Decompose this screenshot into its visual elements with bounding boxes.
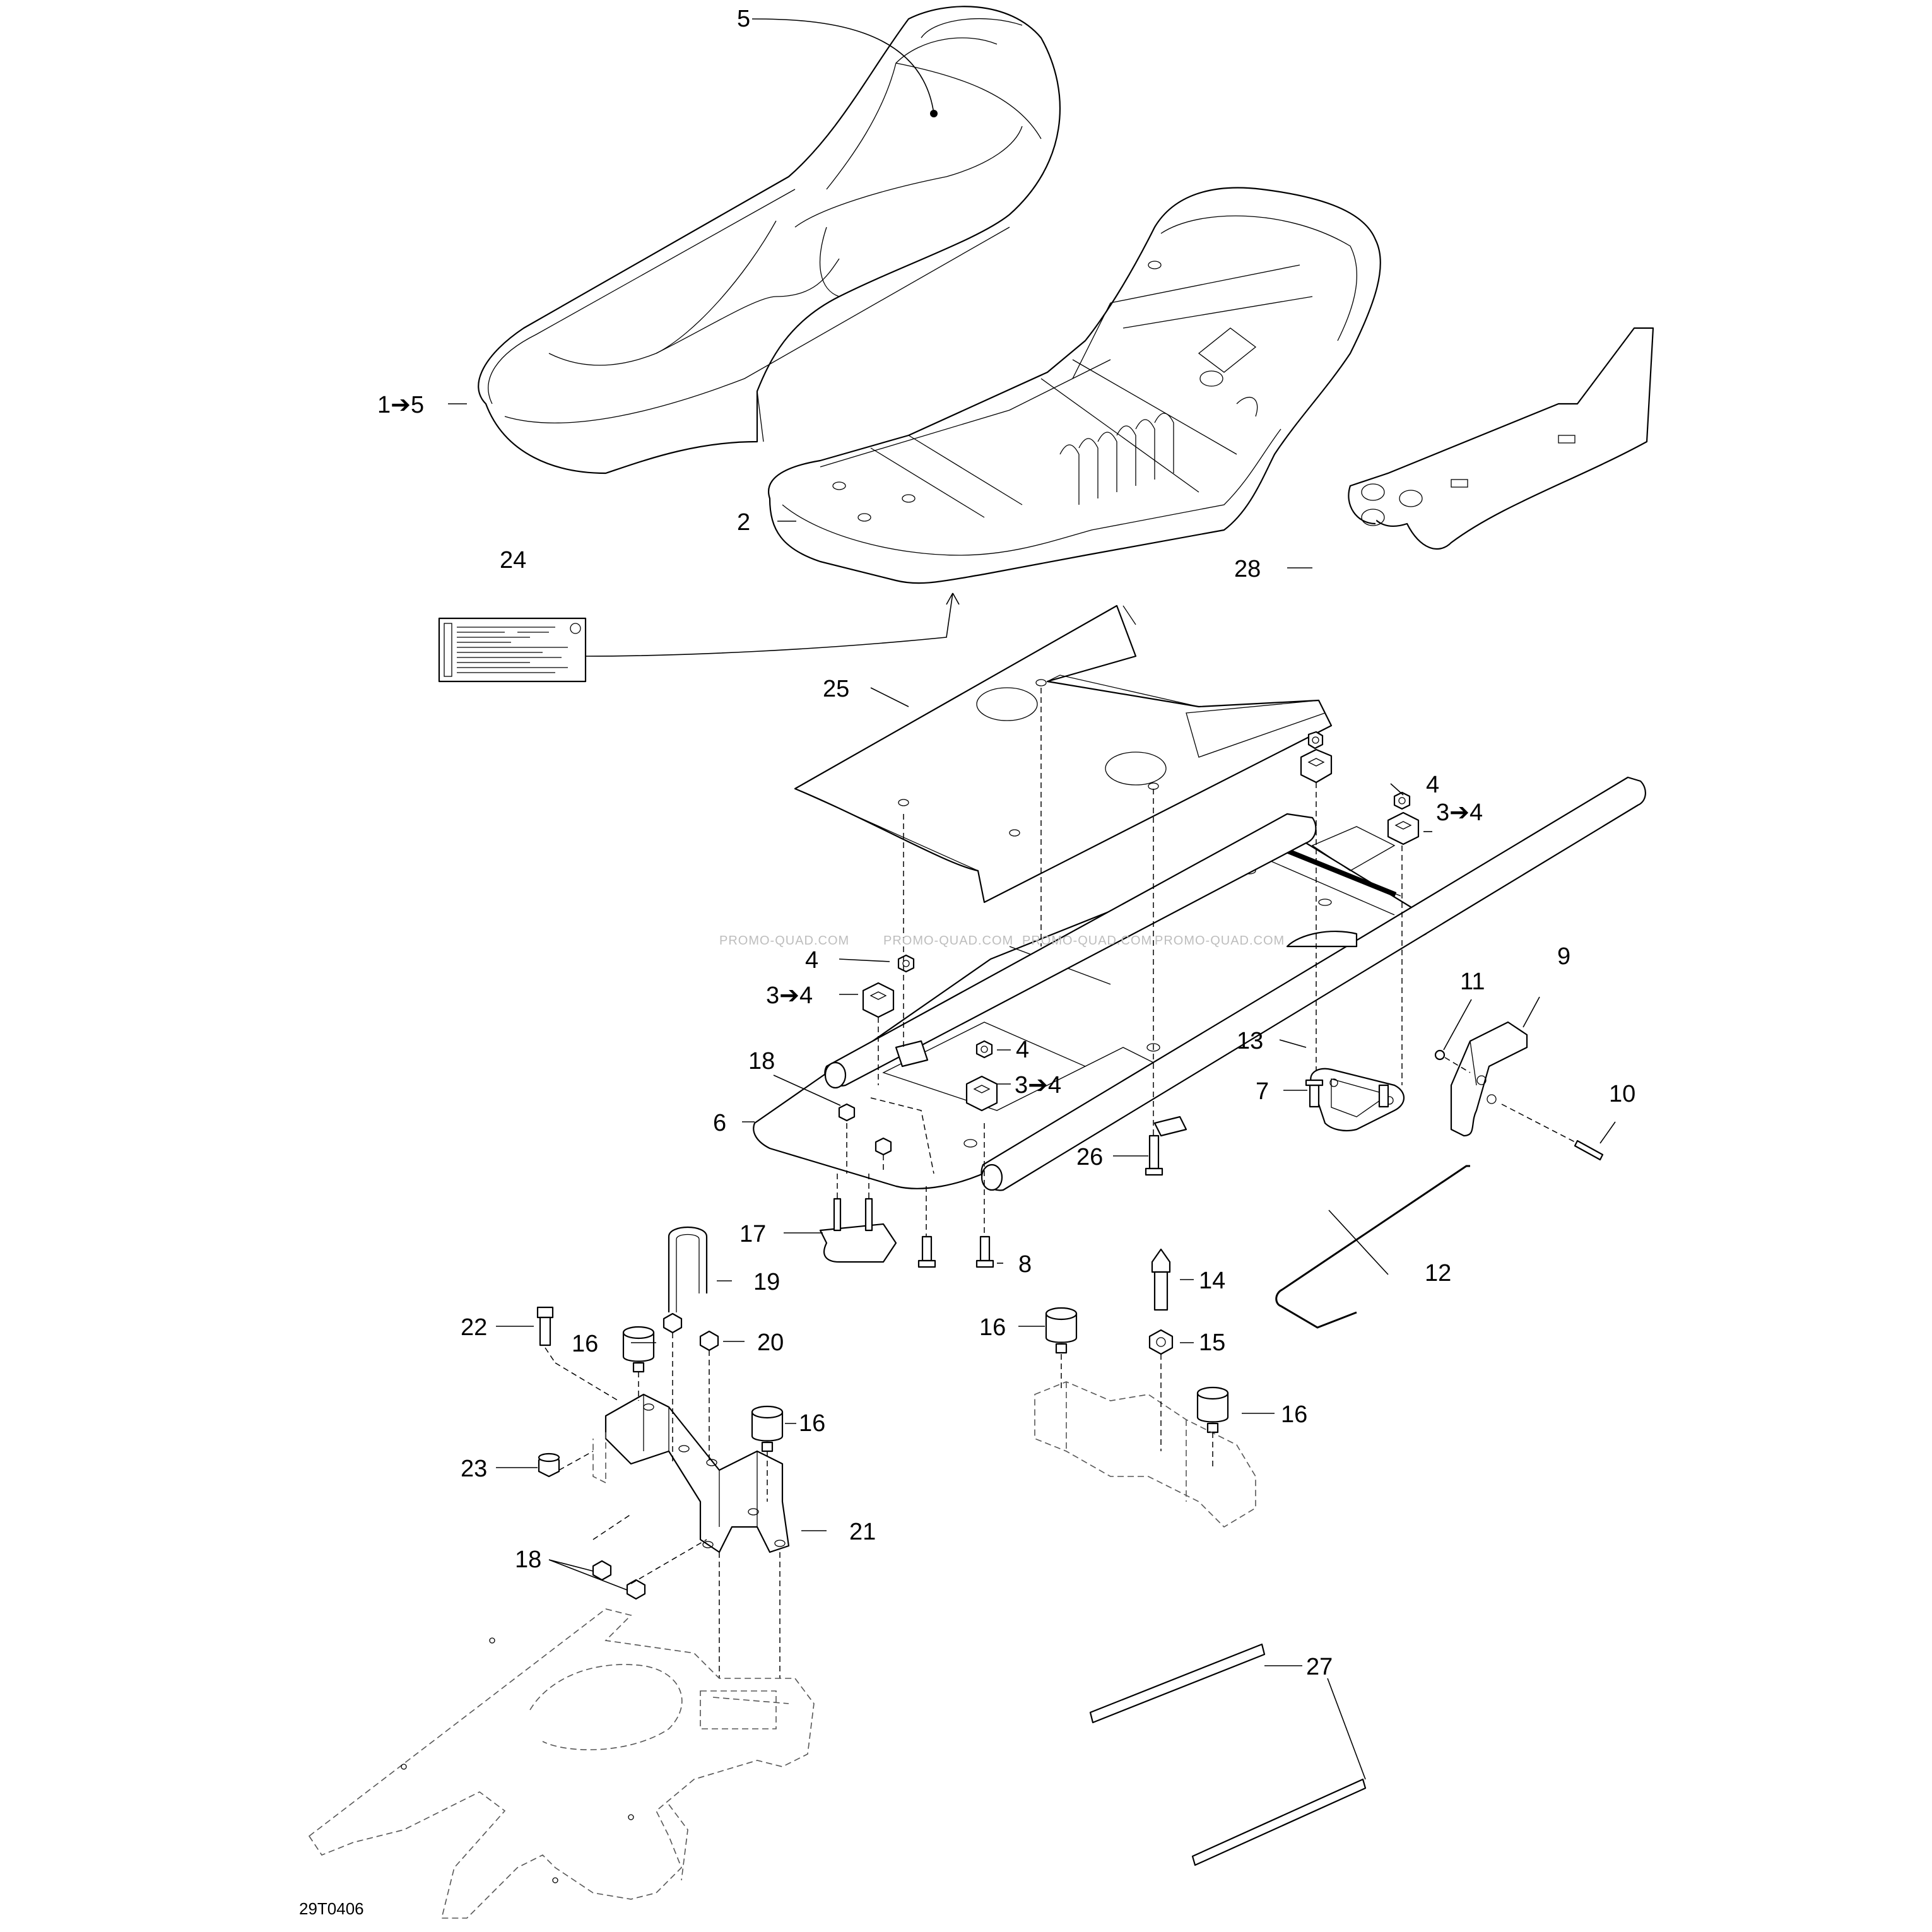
prop-rod-12[interactable] (1275, 1165, 1470, 1329)
callout-4-c[interactable]: 4 (1016, 1037, 1029, 1063)
callout-25[interactable]: 25 (823, 676, 849, 702)
latch-13[interactable] (1310, 1068, 1405, 1132)
hinge-bracket-9[interactable] (1450, 1021, 1528, 1137)
svg-text:PROMO-QUAD.COM: PROMO-QUAD.COM (883, 934, 1013, 948)
seat-cover[interactable] (478, 6, 1061, 474)
rubber-strip-27[interactable] (1089, 1643, 1367, 1866)
heat-shield-pad[interactable] (1348, 327, 1654, 550)
cage-nut-3-d[interactable] (965, 1075, 998, 1112)
callout-labels: 5 1➔5 2 24 28 25 4 3➔4 4 3➔4 4 3➔4 18 6 … (377, 6, 1635, 1680)
callout-24[interactable]: 24 (500, 547, 526, 574)
callout-16-d[interactable]: 16 (1281, 1401, 1307, 1428)
nut-18-lower[interactable] (592, 1560, 646, 1600)
svg-text:PROMO-QUAD.COM: PROMO-QUAD.COM (1155, 934, 1285, 948)
callout-16-c[interactable]: 16 (979, 1314, 1006, 1341)
nut-4-c[interactable] (897, 954, 915, 973)
screw-26[interactable] (1145, 1134, 1163, 1176)
callout-18-a[interactable]: 18 (748, 1048, 775, 1075)
nut-19-lower[interactable] (663, 1312, 683, 1334)
cage-nut-3-b[interactable] (1387, 811, 1420, 845)
nut-20[interactable] (699, 1330, 719, 1352)
callout-16-a[interactable]: 16 (572, 1331, 598, 1357)
support-bracket-21[interactable] (592, 1393, 790, 1553)
pin-10[interactable] (1501, 1104, 1604, 1161)
cage-nut-3-c[interactable] (862, 982, 895, 1018)
callout-5[interactable]: 5 (737, 6, 750, 32)
callout-21[interactable]: 21 (849, 1519, 876, 1545)
callout-14[interactable]: 14 (1199, 1268, 1225, 1294)
bracket-17[interactable] (819, 1174, 897, 1263)
nut-23[interactable] (538, 1452, 560, 1478)
callout-3-4-b[interactable]: 3➔4 (766, 982, 813, 1009)
assembly-lines-upper (846, 688, 1403, 1237)
callout-8[interactable]: 8 (1018, 1251, 1032, 1278)
screw-8[interactable] (917, 1235, 994, 1268)
callout-4-b[interactable]: 4 (805, 947, 818, 974)
callout-2[interactable]: 2 (737, 509, 750, 536)
callout-26[interactable]: 26 (1076, 1144, 1103, 1170)
callout-12[interactable]: 12 (1425, 1260, 1451, 1287)
callout-4-a[interactable]: 4 (1426, 772, 1439, 798)
callout-17[interactable]: 17 (739, 1221, 766, 1247)
callout-27[interactable]: 27 (1306, 1654, 1333, 1680)
callout-13[interactable]: 13 (1237, 1028, 1263, 1054)
screw-7[interactable] (1305, 1079, 1389, 1108)
warning-label[interactable] (438, 617, 587, 683)
vehicle-frame-ghost (308, 1608, 815, 1919)
callout-6[interactable]: 6 (713, 1110, 726, 1136)
rear-support-ghost (1034, 1354, 1256, 1528)
bumper-16-c[interactable] (1045, 1307, 1078, 1354)
callout-3-4-a[interactable]: 3➔4 (1436, 799, 1483, 826)
callout-23[interactable]: 23 (461, 1456, 487, 1482)
watermark: PROMO-QUAD.COM PROMO-QUAD.COM PROMO-QUAD… (719, 934, 1285, 948)
nut-4-a[interactable] (1307, 731, 1324, 750)
bolt-22[interactable] (536, 1306, 554, 1346)
callout-16-b[interactable]: 16 (799, 1410, 825, 1437)
callout-19[interactable]: 19 (753, 1269, 780, 1295)
assembly-lines-lower (545, 1333, 780, 1678)
svg-text:PROMO-QUAD.COM: PROMO-QUAD.COM (1022, 934, 1152, 948)
callout-15[interactable]: 15 (1199, 1329, 1225, 1356)
seat-base[interactable] (768, 187, 1381, 584)
callout-22[interactable]: 22 (461, 1314, 487, 1341)
callout-28[interactable]: 28 (1234, 556, 1261, 582)
callout-1-5[interactable]: 1➔5 (377, 392, 424, 418)
cage-nut-3-a[interactable] (1300, 748, 1333, 784)
callout-10[interactable]: 10 (1609, 1081, 1635, 1107)
callout-20[interactable]: 20 (757, 1329, 784, 1356)
bumper-16-d[interactable] (1196, 1386, 1229, 1434)
leader-lines (448, 18, 1616, 1780)
heat-shield-plate[interactable] (794, 604, 1333, 904)
bumper-16-a[interactable] (622, 1326, 655, 1373)
callout-9[interactable]: 9 (1557, 943, 1570, 970)
callout-3-4-c[interactable]: 3➔4 (1015, 1072, 1061, 1099)
bumper-16-b[interactable] (751, 1405, 784, 1452)
nut-4-d[interactable] (975, 1040, 993, 1059)
callout-18-b[interactable]: 18 (515, 1546, 541, 1573)
figure-id: 29T0406 (299, 1899, 364, 1918)
callout-11[interactable]: 11 (1460, 969, 1485, 995)
nut-18-frame[interactable] (838, 1103, 892, 1156)
seat-frame[interactable] (753, 776, 1646, 1191)
nut-11[interactable] (1434, 1049, 1471, 1073)
callout-7[interactable]: 7 (1256, 1078, 1269, 1105)
nut-15[interactable] (1148, 1329, 1174, 1355)
svg-text:PROMO-QUAD.COM: PROMO-QUAD.COM (719, 934, 849, 948)
stud-14[interactable] (1151, 1248, 1171, 1311)
u-bolt-19[interactable] (668, 1226, 708, 1312)
nut-4-b[interactable] (1393, 791, 1411, 810)
